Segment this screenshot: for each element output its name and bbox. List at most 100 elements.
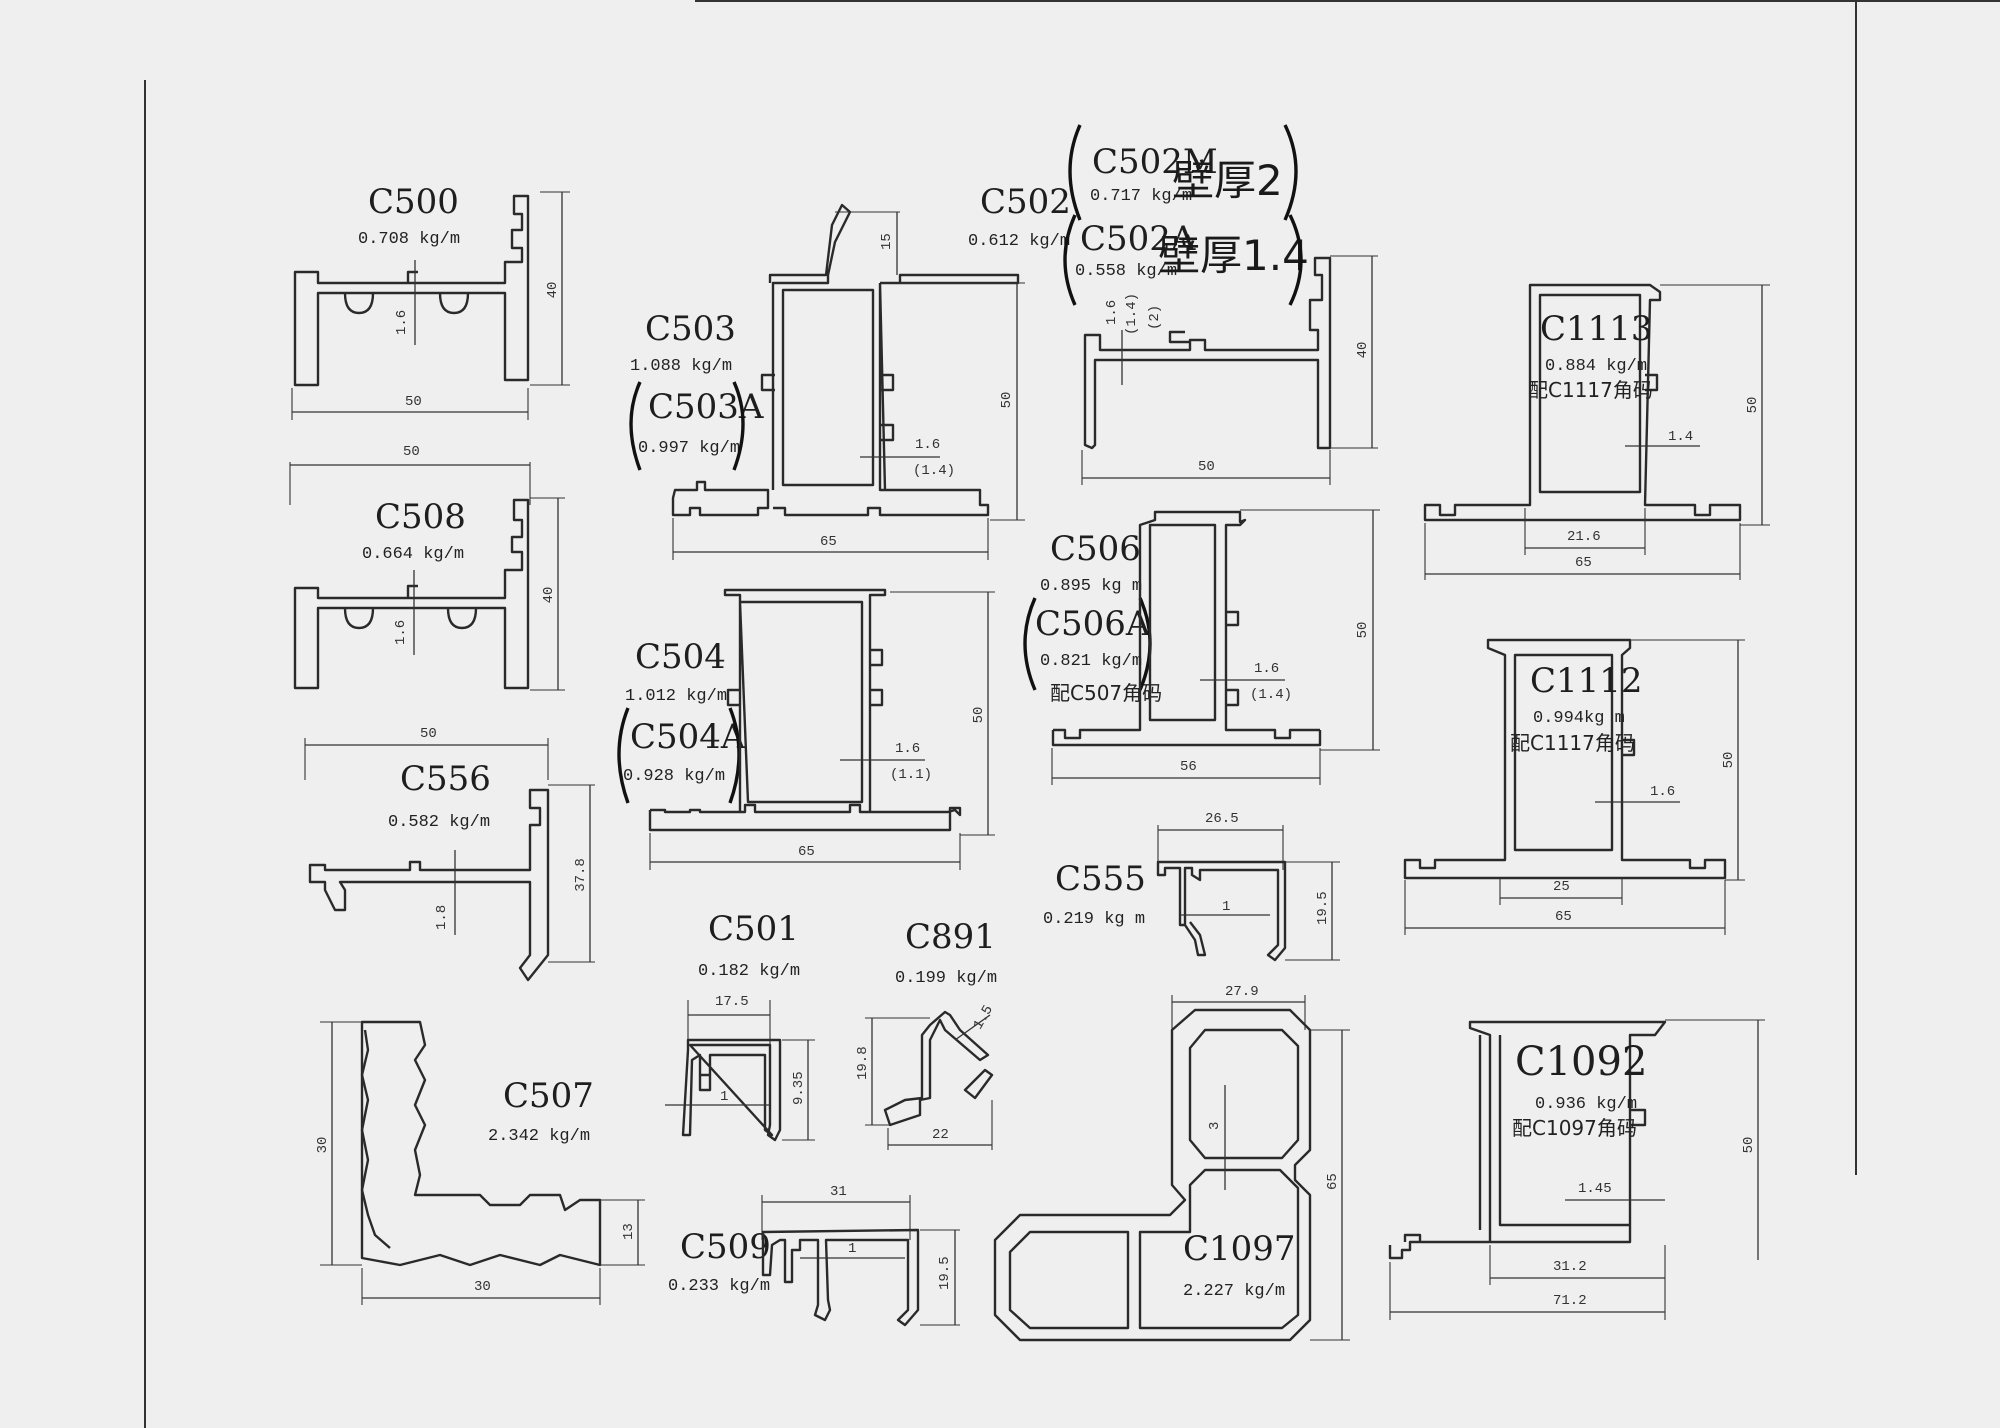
c507-dim-h: 30	[315, 1137, 331, 1154]
c502-outline	[1083, 256, 1332, 450]
c502-dim-h: 40	[1355, 342, 1371, 359]
c506-dim-t: 1.6	[1254, 661, 1279, 677]
c555-outline	[1156, 860, 1287, 962]
c501-code: C501	[708, 909, 799, 949]
c509-dim-h: 19.5	[937, 1256, 953, 1290]
c556-weight: 0.582 kg/m	[388, 813, 490, 832]
c1113-note: 配C1117角码	[1528, 378, 1653, 402]
c504-dim-h: 50	[971, 707, 987, 724]
c503-weight: 1.088 kg/m	[630, 357, 732, 376]
c504-alt-weight: 0.928 kg/m	[623, 767, 725, 786]
c1113-code: C1113	[1540, 309, 1653, 349]
c500-outline	[293, 194, 530, 387]
c500-code: C500	[368, 182, 459, 222]
c1112-dim-in: 25	[1553, 879, 1570, 895]
c1113-dim-t: 1.4	[1668, 429, 1693, 445]
c1092-note: 配C1097角码	[1512, 1116, 1637, 1140]
c506-weight: 0.895 kg m	[1040, 577, 1142, 596]
c504-dim-w: 65	[798, 844, 815, 860]
c507-dim-s: 13	[621, 1223, 637, 1240]
c556-dim-h: 37.8	[573, 858, 589, 892]
c1113-outline	[1423, 283, 1742, 522]
c555-weight: 0.219 kg m	[1043, 910, 1145, 929]
c503-dim-top: 15	[879, 233, 895, 250]
c500-dim-t: 1.6	[394, 310, 410, 335]
c504-outline	[648, 588, 962, 832]
c891-outline	[883, 1010, 994, 1127]
c502-dim-t2: (1.4)	[1124, 293, 1140, 335]
c502-code: C502	[980, 182, 1071, 222]
profile-c506: C506 0.895 kg m C506A 0.821 kg/m 配C507角码…	[1023, 509, 1380, 785]
profile-c508: 50 C508 0.664 kg/m 40 1.6	[289, 444, 565, 691]
c509-dim-t: 1	[848, 1241, 856, 1257]
c504-code: C504	[635, 637, 726, 677]
profile-c1097: 27.9 3 65 C1097 2.227 kg/m	[993, 984, 1350, 1342]
c508-dim-h: 40	[541, 587, 557, 604]
c503-paren-right	[732, 381, 745, 471]
c1113-dim-in: 21.6	[1567, 529, 1601, 545]
c502-dim-t: 1.6	[1104, 300, 1120, 325]
c508-code: C508	[375, 497, 466, 537]
c502-weight: 0.612 kg/m	[968, 232, 1070, 251]
c502a-code: C502A	[1080, 219, 1196, 259]
c507-code: C507	[503, 1076, 594, 1116]
profile-c1092: C1092 0.936 kg/m 配C1097角码 50 1.45 31.2 7…	[1388, 1019, 1765, 1320]
c509-code: C509	[680, 1227, 771, 1267]
c502-dim-w: 50	[1198, 459, 1215, 475]
c1092-dim-h: 50	[1741, 1137, 1757, 1154]
c1097-dim-w: 27.9	[1225, 984, 1259, 1000]
c556-dim-t: 1.8	[434, 905, 450, 930]
c506-code: C506	[1050, 529, 1141, 569]
c501-weight: 0.182 kg/m	[698, 962, 800, 981]
c501-outline	[681, 1038, 782, 1142]
c1092-dim-in: 31.2	[1553, 1259, 1587, 1275]
c501-dim-w: 17.5	[715, 994, 749, 1010]
c1112-code: C1112	[1530, 661, 1643, 701]
profile-c502: C502 0.612 kg/m C502M 0.717 kg/m 壁厚2 C50…	[968, 124, 1378, 485]
c502m-note: 壁厚2	[1172, 156, 1283, 205]
profile-c504: C504 1.012 kg/m C504A 0.928 kg/m 50 65 1…	[617, 588, 995, 870]
c1092-weight: 0.936 kg/m	[1535, 1095, 1637, 1114]
c508-weight: 0.664 kg/m	[362, 545, 464, 564]
c891-weight: 0.199 kg/m	[895, 969, 997, 988]
c503-dim-h: 50	[999, 392, 1015, 409]
c1092-code: C1092	[1515, 1039, 1647, 1085]
c1097-cell-bottom	[1138, 1168, 1300, 1330]
profile-c509: 31 C509 0.233 kg/m 1 19.5	[668, 1184, 960, 1327]
c1097-dim-t: 3	[1207, 1122, 1223, 1130]
c504-alt-code: C504A	[630, 717, 746, 757]
c503-code: C503	[645, 309, 736, 349]
c509-dim-w: 31	[830, 1184, 847, 1200]
c891-dim-h: 19.8	[855, 1046, 871, 1080]
c1112-dim-h: 50	[1721, 752, 1737, 769]
c506-note: 配C507角码	[1050, 681, 1162, 705]
c891-dim-w: 22	[932, 1127, 949, 1143]
c1113-dim-h: 50	[1745, 397, 1761, 414]
c507-weight: 2.342 kg/m	[488, 1127, 590, 1146]
c1097-outline	[993, 1008, 1312, 1342]
c1092-outline	[1388, 1020, 1667, 1260]
c509-weight: 0.233 kg/m	[668, 1277, 770, 1296]
c502m-paren-left	[1068, 124, 1082, 221]
c1097-cell-left	[1008, 1230, 1130, 1330]
c506-outline	[1051, 510, 1322, 747]
c502a-note: 壁厚1.4	[1158, 231, 1309, 280]
c506-alt-weight: 0.821 kg/m	[1040, 652, 1142, 671]
c506-paren-left	[1023, 597, 1037, 691]
c502a-weight: 0.558 kg/m	[1075, 262, 1177, 281]
c1097-cell-top	[1188, 1028, 1300, 1160]
c503-inner	[760, 288, 895, 487]
c504-paren-left	[617, 707, 630, 804]
c503-dim-t: 1.6	[915, 437, 940, 453]
profile-c1113: C1113 0.884 kg/m 配C1117角码 50 1.4 21.6 65	[1423, 283, 1770, 580]
c1113-weight: 0.884 kg/m	[1545, 357, 1647, 376]
c1113-dim-w: 65	[1575, 555, 1592, 571]
profile-c507: 30 30 13 C507 2.342 kg/m	[315, 1020, 645, 1305]
c1112-note: 配C1117角码	[1510, 731, 1635, 755]
c1112-weight: 0.994kg m	[1533, 709, 1625, 728]
c555-code: C555	[1055, 859, 1146, 899]
c508-dim-w: 50	[403, 444, 420, 460]
c507-dim-w: 30	[474, 1279, 491, 1295]
profile-c501: C501 0.182 kg/m 17.5 1 9.35	[665, 909, 815, 1142]
